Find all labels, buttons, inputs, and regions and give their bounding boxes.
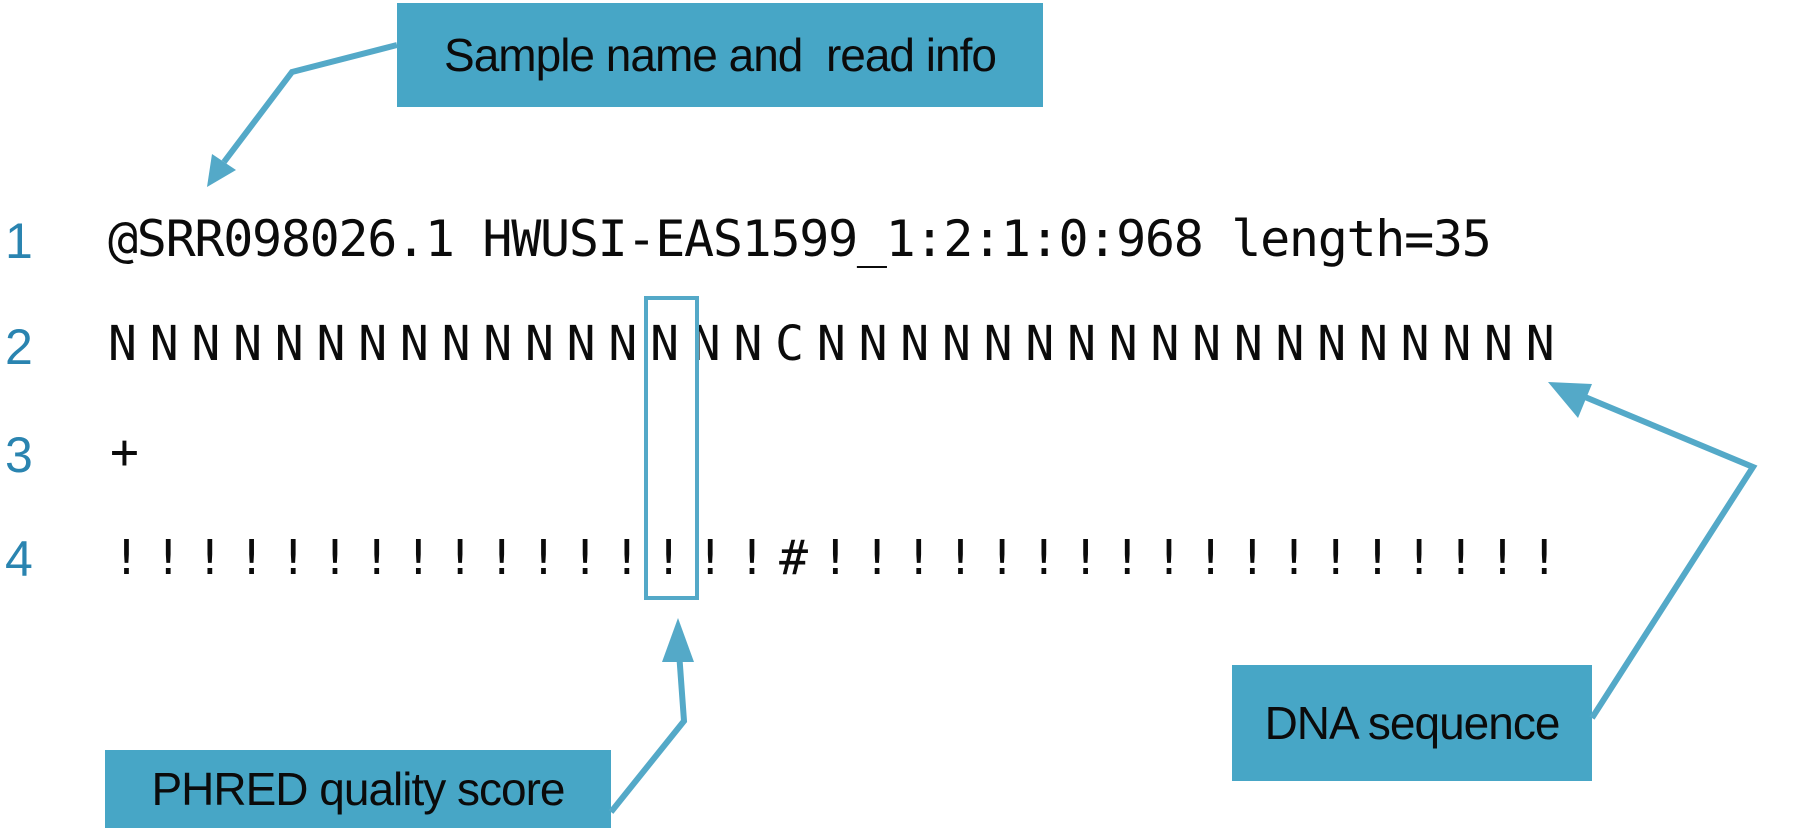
fastq-separator-line: +	[110, 424, 139, 480]
sample-name-callout: Sample name and read info	[397, 3, 1043, 107]
fastq-sequence-line: NNNNNNNNNNNNNNNNCNNNNNNNNNNNNNNNNNN	[108, 316, 1568, 372]
fastq-quality-line: !!!!!!!!!!!!!!!!#!!!!!!!!!!!!!!!!!!	[112, 530, 1572, 586]
line-number-2: 2	[5, 319, 33, 375]
dna-sequence-callout-label: DNA sequence	[1264, 697, 1561, 749]
line-number-4: 4	[5, 531, 33, 587]
phred-score-callout: PHRED quality score	[105, 750, 611, 828]
sample-name-callout-label: Sample name and read info	[444, 29, 997, 81]
dna-sequence-callout: DNA sequence	[1232, 665, 1592, 781]
line-number-1: 1	[5, 213, 33, 269]
line-number-3: 3	[5, 427, 33, 483]
fastq-header-line: @SRR098026.1 HWUSI-EAS1599_1:2:1:0:968 l…	[108, 210, 1492, 268]
phred-callout-arrow-icon	[608, 618, 694, 814]
sample-callout-arrow-icon	[207, 42, 398, 187]
phred-score-callout-label: PHRED quality score	[151, 763, 565, 815]
